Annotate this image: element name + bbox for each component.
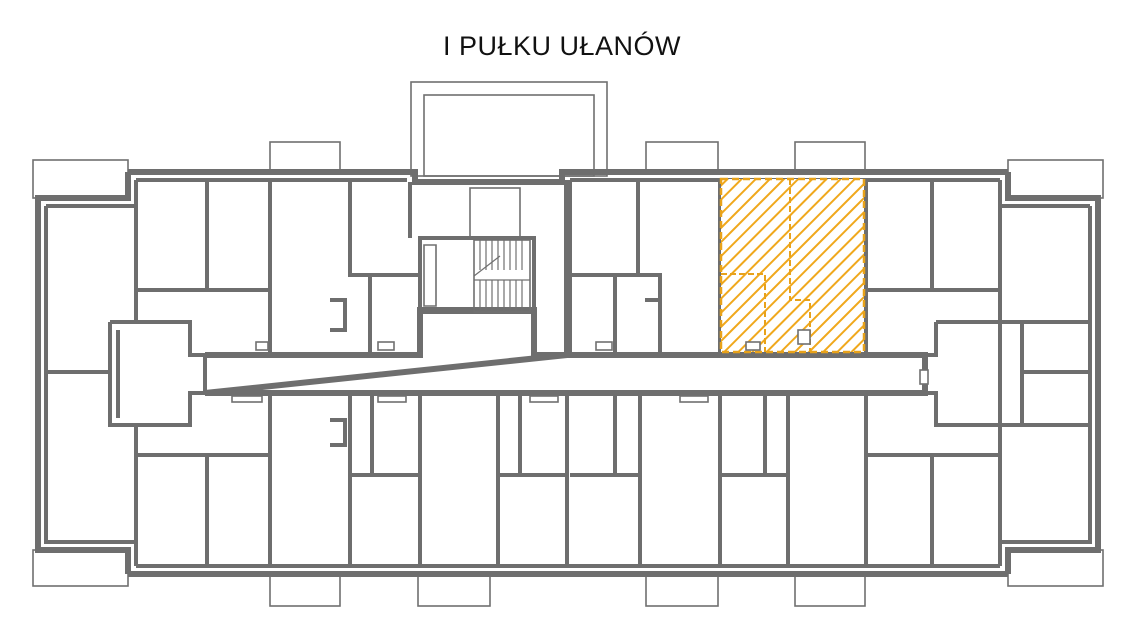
balcony-top-left [32,159,129,199]
entrance-canopy-inner [423,94,595,177]
balcony-top [645,141,719,171]
outer-walls [35,169,1101,577]
balcony-top-right [1007,159,1104,199]
balconies-bottom [32,549,1104,607]
balcony-top [794,141,866,171]
stair-enclosure [418,236,536,314]
elevator-shaft [469,187,521,239]
balcony-top [269,141,341,171]
balcony-bottom-left [32,549,129,587]
balcony-bottom [645,575,719,607]
entrance-canopy [410,81,608,177]
highlighted-apartment[interactable] [719,177,866,354]
apartments-bottom [134,393,1002,566]
balconies-top [32,81,1104,199]
balcony-bottom [794,575,866,607]
apartments-top-left [46,180,420,427]
wall-details [231,329,929,403]
balcony-bottom [417,575,491,607]
street-label: I PUŁKU UŁANÓW [442,31,682,61]
staircase [418,187,536,314]
balcony-bottom [269,575,341,607]
balcony-bottom-right [1007,549,1104,587]
